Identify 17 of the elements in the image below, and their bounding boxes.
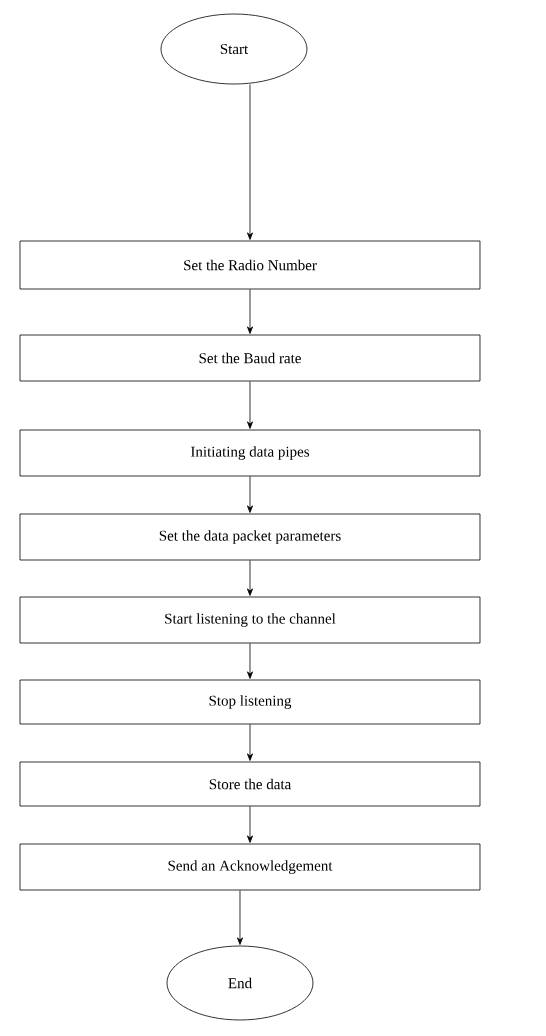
arrow — [247, 289, 253, 334]
process-box: Store the data — [19, 761, 481, 807]
process-box: Initiating data pipes — [19, 429, 481, 477]
arrow — [247, 84, 253, 240]
arrow — [247, 724, 253, 761]
process-box: Set the Radio Number — [19, 240, 481, 290]
arrow — [247, 643, 253, 679]
process-box: Send an Acknowledgement — [19, 843, 481, 891]
arrow — [247, 476, 253, 513]
arrow — [237, 890, 243, 945]
arrow — [247, 381, 253, 429]
process-box: Stop listening — [19, 679, 481, 725]
process-box: Set the Baud rate — [19, 334, 481, 382]
arrow — [247, 560, 253, 596]
process-box: Set the data packet parameters — [19, 513, 481, 561]
arrow — [247, 806, 253, 843]
process-box: Start listening to the channel — [19, 596, 481, 644]
